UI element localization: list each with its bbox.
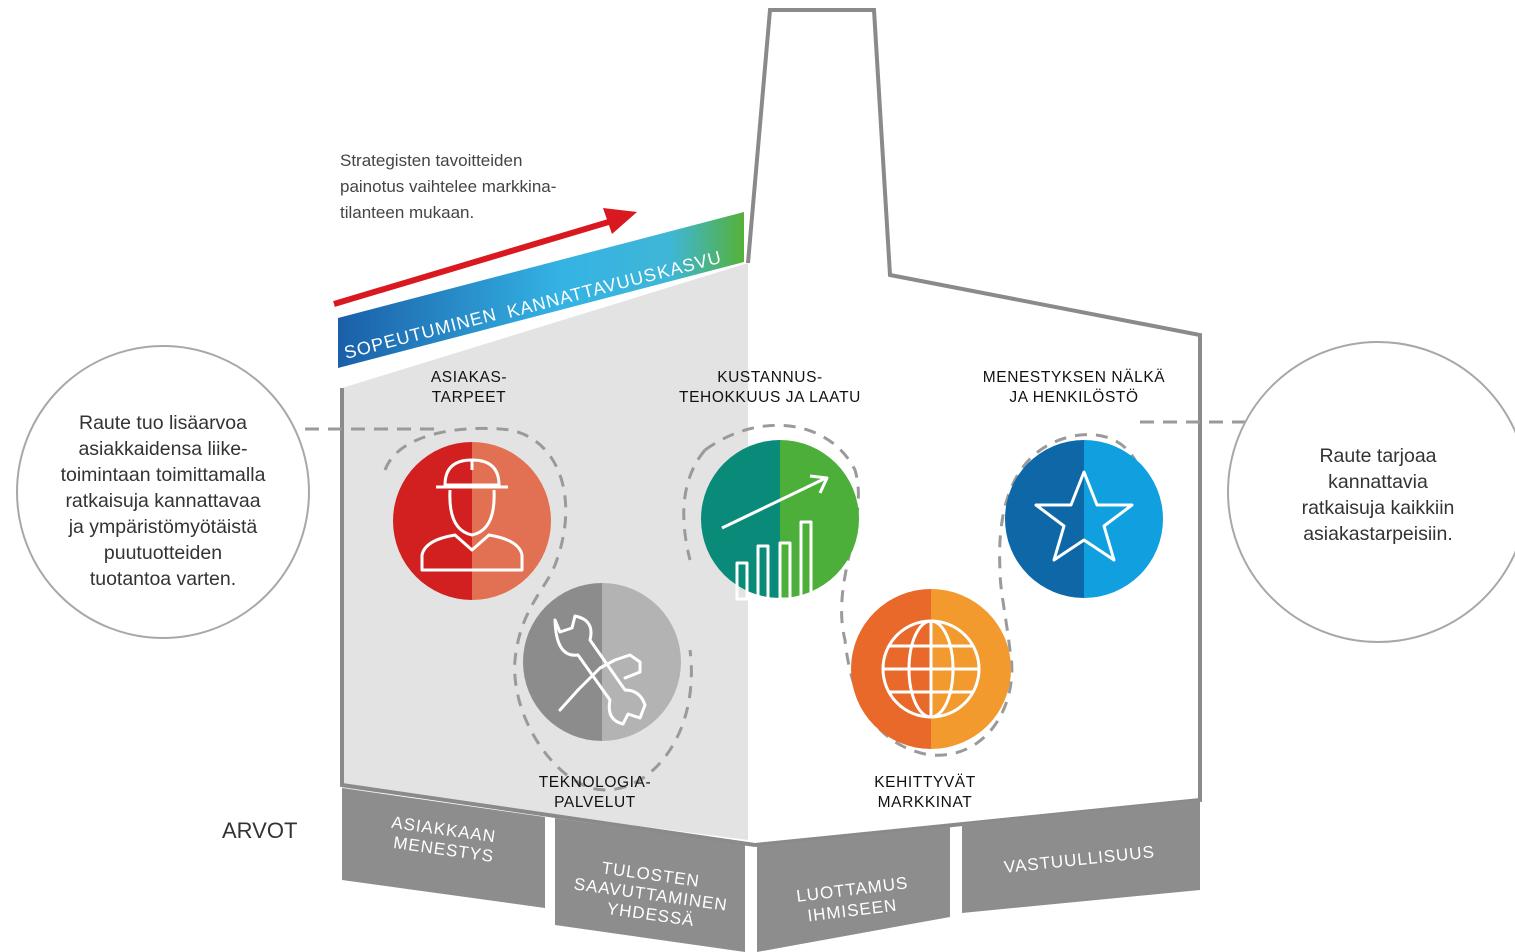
arrow-head-icon xyxy=(603,208,637,234)
left-info-bubble: Raute tuo lisäarvoa asiakkaidensa liike-… xyxy=(16,345,310,639)
left-bubble-line-3: toimintaan toimittamalla xyxy=(61,464,266,486)
note-line-3: tilanteen mukaan. xyxy=(340,203,474,222)
note-line-1: Strategisten tavoitteiden xyxy=(340,151,522,170)
trend-arrow xyxy=(333,208,637,307)
left-bubble-line-2: asiakkaidensa liike- xyxy=(78,438,247,460)
pillar-kehittyvat-markkinat: KEHITTYVÄT MARKKINAT xyxy=(851,589,1011,811)
pillar-1-label-line-1: ASIAKAS- xyxy=(431,369,507,386)
value-block-2 xyxy=(555,818,745,952)
pillar-5-half-right xyxy=(1084,440,1163,598)
left-bubble-line-1: Raute tuo lisäarvoa xyxy=(79,412,247,434)
left-bubble-line-5: ja ympäristömyötäistä xyxy=(68,516,258,538)
left-bubble-line-6: puutuotteiden xyxy=(104,542,222,564)
right-bubble-line-2: kannattavia xyxy=(1328,471,1428,493)
pillar-4-label-line-2: MARKKINAT xyxy=(878,794,973,811)
values-title: ARVOT xyxy=(222,818,297,843)
values-band: ASIAKKAAN MENESTYS TULOSTEN SAAVUTTAMINE… xyxy=(342,788,1200,952)
note-line-2: painotus vaihtelee markkina- xyxy=(340,177,556,196)
pillar-teknologiapalvelut: TEKNOLOGIA- PALVELUT xyxy=(523,583,681,811)
right-info-bubble: Raute tarjoaa kannattavia ratkaisuja kai… xyxy=(1227,341,1515,643)
pillar-1-half-right xyxy=(472,442,551,600)
wrench-hand-icon xyxy=(553,614,647,726)
pillar-asiakastarpeet: ASIAKAS- TARPEET xyxy=(393,369,551,600)
globe-icon xyxy=(881,619,981,719)
pillar-3-label-line-2: TEHOKKUUS JA LAATU xyxy=(679,389,861,406)
pillar-kustannustehokkuus: KUSTANNUS- TEHOKKUUS JA LAATU xyxy=(679,369,861,601)
right-bubble-line-4: asiakastarpeisiin. xyxy=(1303,523,1453,545)
pillar-menestyksen-nalka: MENESTYKSEN NÄLKÄ JA HENKILÖSTÖ xyxy=(983,369,1166,598)
left-bubble-line-4: ratkaisuja kannattavaa xyxy=(65,490,260,512)
value-block-3 xyxy=(757,826,950,952)
pillar-5-half-left xyxy=(1005,440,1084,598)
dashed-outline-left xyxy=(383,426,693,792)
left-bubble-line-7: tuotantoa varten. xyxy=(90,568,236,590)
pillar-2-label-line-1: TEKNOLOGIA- xyxy=(539,774,652,791)
pillar-4-label-line-1: KEHITTYVÄT xyxy=(874,774,976,791)
pillar-5-label-line-2: JA HENKILÖSTÖ xyxy=(1009,388,1138,406)
pillar-3-label-line-1: KUSTANNUS- xyxy=(717,369,823,386)
pillar-5-label-line-1: MENESTYKSEN NÄLKÄ xyxy=(983,369,1166,386)
pillar-2-label-line-2: PALVELUT xyxy=(554,794,636,811)
worker-helmet-icon xyxy=(420,458,524,572)
dashed-outline-center xyxy=(704,423,1148,757)
value-block-4 xyxy=(962,800,1200,913)
star-icon xyxy=(1034,470,1134,562)
pillar-2-half-left xyxy=(523,583,602,741)
pillar-3-half-right xyxy=(780,440,859,598)
pillar-1-half-left xyxy=(393,442,472,600)
right-bubble-line-3: ratkaisuja kaikkiin xyxy=(1302,497,1455,519)
pillar-1-label-line-2: TARPEET xyxy=(432,389,507,406)
growth-chart-icon xyxy=(721,474,829,601)
right-bubble-line-1: Raute tarjoaa xyxy=(1319,445,1436,467)
value-block-1 xyxy=(342,788,545,908)
house-outline xyxy=(340,8,1202,848)
strategy-band-bar xyxy=(338,212,744,368)
